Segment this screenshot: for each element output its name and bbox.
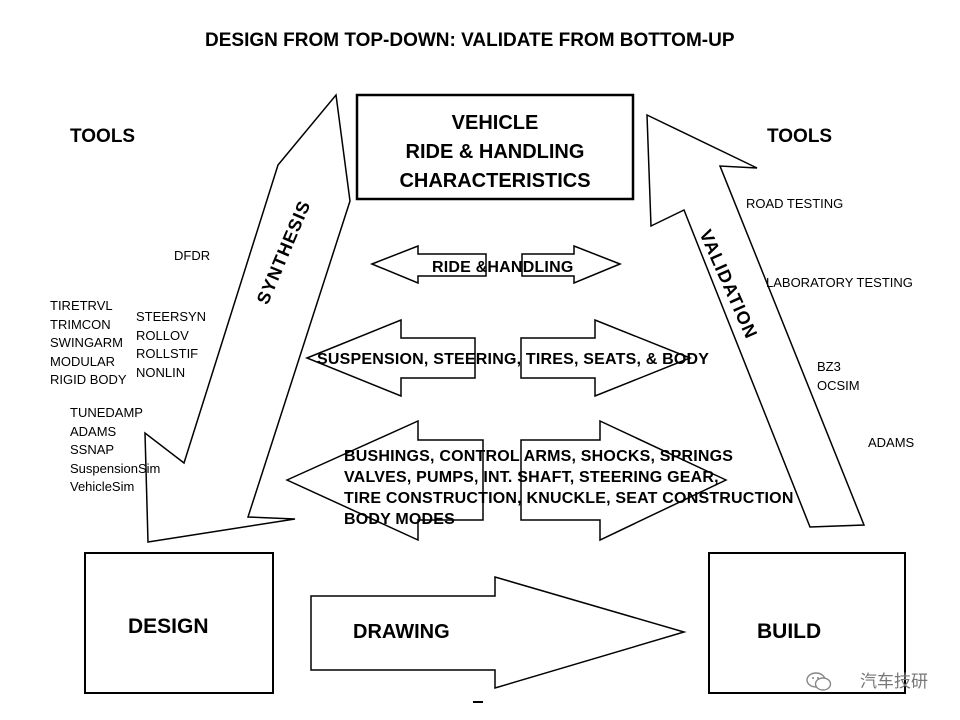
systems-label: SUSPENSION, STEERING, TIRES, SEATS, & BO… xyxy=(317,351,710,368)
vehicle-line-1: VEHICLE xyxy=(451,112,539,134)
left-tool-item: SWINGARM xyxy=(50,335,123,350)
components-left-arrow xyxy=(285,419,484,542)
left-tool-item: TRIMCON xyxy=(50,316,111,332)
components-right-arrow xyxy=(520,419,728,542)
left-tools-col2: STEERSYN ROLLOV ROLLSTIF NONLIN xyxy=(136,308,206,382)
right-tools-sims: BZ3 OCSIM xyxy=(817,358,860,395)
left-tool-item: STEERSYN xyxy=(136,309,207,324)
components-line: BODY MODES xyxy=(344,511,456,528)
right-tool-item: OCSIM xyxy=(817,377,860,393)
vehicle-line-2: RIDE & HANDLING xyxy=(405,141,585,163)
left-tool-item: MODULAR xyxy=(50,353,116,369)
left-tool-item: SuspensionSim xyxy=(70,460,161,476)
left-tool-item: ROLLSTIF xyxy=(136,346,199,361)
vehicle-box-text: VEHICLE RIDE & HANDLING CHARACTERISTICS xyxy=(357,109,633,196)
drawing-arrow xyxy=(310,576,687,690)
watermark-text: 汽车技研 xyxy=(860,672,928,691)
left-tool-item: RIGID BODY xyxy=(50,372,127,387)
drawing-label: DRAWING xyxy=(353,621,450,643)
systems-left-arrow xyxy=(304,318,476,398)
ride-handling-left-arrow xyxy=(369,244,487,285)
right-tools-header: TOOLS xyxy=(767,126,833,147)
validation-arrow xyxy=(646,113,866,528)
vehicle-box xyxy=(355,93,635,201)
page-title: DESIGN FROM TOP-DOWN: VALIDATE FROM BOTT… xyxy=(205,30,735,51)
left-tools-header: TOOLS xyxy=(70,126,136,147)
right-tool-item: BZ3 xyxy=(817,359,841,374)
left-tool-item: TIRETRVL xyxy=(50,298,113,313)
left-tool-item: TUNEDAMP xyxy=(70,405,143,420)
design-box xyxy=(84,552,274,694)
ride-handling-label: RIDE &HANDLING xyxy=(432,259,574,276)
components-text: BUSHINGS, CONTROL ARMS, SHOCKS, SPRINGS … xyxy=(344,446,794,530)
left-tool-item: ADAMS xyxy=(70,423,117,439)
systems-right-arrow xyxy=(520,318,693,398)
build-label: BUILD xyxy=(757,620,822,643)
left-tool-item: ROLLOV xyxy=(136,327,189,343)
left-tools-col3: TUNEDAMP ADAMS SSNAP SuspensionSim Vehic… xyxy=(70,404,160,497)
wechat-icon xyxy=(806,672,832,691)
design-label: DESIGN xyxy=(128,615,209,638)
synthesis-arrow xyxy=(144,93,351,543)
components-line: VALVES, PUMPS, INT. SHAFT, STEERING GEAR… xyxy=(344,469,719,486)
left-tool-item: SSNAP xyxy=(70,442,115,457)
ride-handling-right-arrow xyxy=(521,244,623,285)
left-tools-col1: TIRETRVL TRIMCON SWINGARM MODULAR RIGID … xyxy=(50,297,127,390)
left-tool-item: NONLIN xyxy=(136,364,186,380)
right-tool-laboratory-testing: LABORATORY TESTING xyxy=(766,275,913,290)
left-tool-dfdr: DFDR xyxy=(174,248,211,263)
vehicle-line-3: CHARACTERISTICS xyxy=(399,170,591,192)
build-box xyxy=(708,552,906,694)
left-tool-item: VehicleSim xyxy=(70,479,135,494)
components-line: TIRE CONSTRUCTION, KNUCKLE, SEAT CONSTRU… xyxy=(344,490,794,507)
right-tool-road-testing: ROAD TESTING xyxy=(746,196,844,211)
components-line: BUSHINGS, CONTROL ARMS, SHOCKS, SPRINGS xyxy=(344,448,734,465)
right-tool-adams: ADAMS xyxy=(868,435,915,450)
